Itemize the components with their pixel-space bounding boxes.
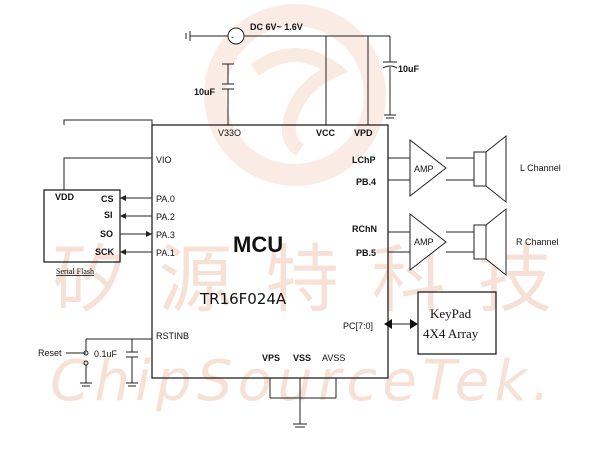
reset-circuit: Reset 0.1uF [38, 338, 152, 387]
flash-caption: Serial Flash [56, 267, 94, 276]
pin-v33o: V33O [218, 128, 241, 138]
left-speaker-cone [485, 134, 507, 204]
left-channel-label: L Channel [520, 163, 561, 173]
flash-vdd: VDD [55, 192, 75, 202]
vio-wire [63, 157, 152, 190]
pin-vss: VSS [293, 353, 311, 363]
left-amp-symbol [409, 138, 447, 198]
flash-so: SO [100, 229, 113, 239]
keypad-line2: 4X4 Array [423, 326, 479, 341]
pin-rchn: RChN [352, 224, 377, 234]
serial-flash: VDD CS SI SO SCK Serial Flash [43, 189, 121, 276]
pin-pa2: PA.2 [156, 212, 175, 222]
pin-pa0: PA.0 [156, 194, 175, 204]
right-amp-symbol [409, 212, 447, 272]
keypad-block: KeyPad 4X4 Array [384, 291, 497, 355]
mcu-part-number: TR16F024A [199, 290, 287, 308]
serial-flash-outline [43, 189, 121, 263]
watermark-logo-swirl [250, 48, 349, 156]
flash-si: SI [104, 210, 113, 220]
flash-sck: SCK [95, 247, 115, 257]
right-speaker-body [473, 224, 487, 260]
keypad-line1: KeyPad [430, 306, 472, 321]
watermark-logo-ring [204, 4, 386, 186]
dc-source: - DC 6V~ 1.6V [185, 22, 390, 45]
pin-lchp: LChP [352, 155, 376, 165]
left-amp-label: AMP [414, 164, 434, 174]
pin-vio: VIO [156, 155, 172, 165]
right-speaker-cone [485, 207, 507, 277]
pin-vps: VPS [262, 353, 280, 363]
right-channel-label: R Channel [516, 237, 559, 247]
right-channel-amp: AMP R Channel [388, 207, 559, 277]
reset-label: Reset [38, 348, 62, 358]
dc-minus-sign: - [231, 32, 234, 42]
cap-left: 10uF [194, 63, 234, 125]
vio-top-wire [63, 119, 153, 125]
reset-cap-label: 0.1uF [94, 349, 118, 359]
pin-pb5: PB.5 [356, 248, 376, 258]
pin-pc: PC[7:0] [343, 321, 373, 331]
cap-right: 10uF [382, 36, 420, 119]
pin-vcc: VCC [316, 128, 336, 138]
flash-wires [120, 195, 152, 255]
left-channel-amp: AMP L Channel [388, 134, 561, 204]
pin-pb4: PB.4 [356, 177, 376, 187]
cap-right-label: 10uF [398, 64, 420, 74]
pin-pa1: PA.1 [156, 248, 175, 258]
pin-avss: AVSS [322, 353, 345, 363]
pin-vpd: VPD [354, 128, 373, 138]
pin-pa3: PA.3 [156, 230, 175, 240]
flash-cs: CS [101, 194, 114, 204]
left-speaker-body [473, 151, 487, 187]
dc-source-label: DC 6V~ 1.6V [250, 22, 303, 32]
keypad-outline [417, 291, 497, 355]
right-amp-label: AMP [414, 237, 434, 247]
bottom-ground [269, 378, 337, 428]
pin-rstinb: RSTINB [156, 331, 189, 341]
mcu-title: MCU [233, 232, 283, 257]
cap-left-label: 10uF [194, 87, 216, 97]
